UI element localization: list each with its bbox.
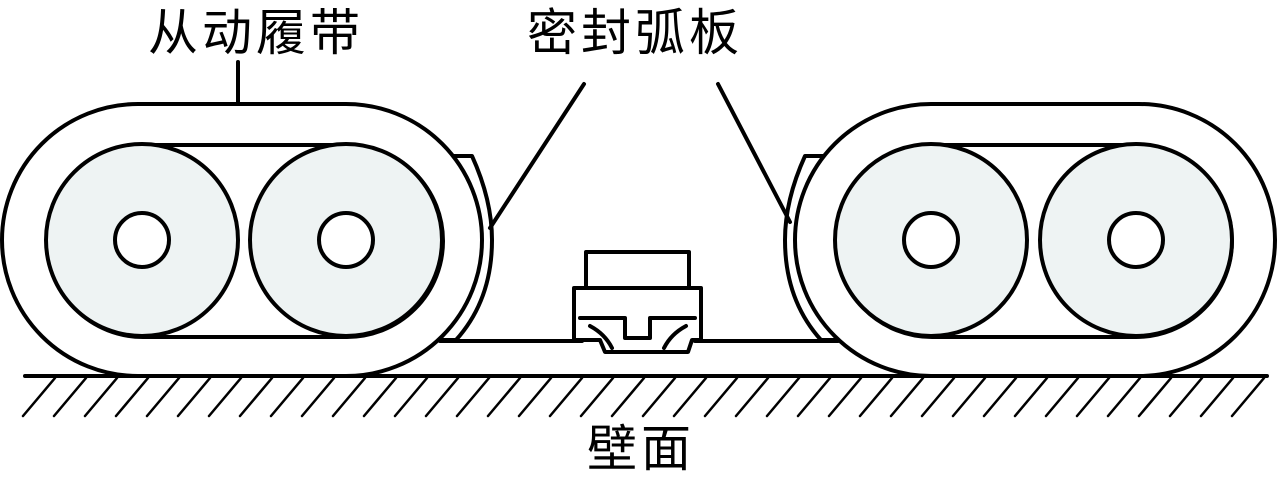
hatch-line [982,376,1018,418]
leader-seal-left [488,82,586,230]
center-foot [588,324,688,350]
hatch-line [796,376,832,418]
label-driven-track: 从动履带 [148,4,364,62]
hatch-line [486,376,522,418]
hatch-line [176,376,212,418]
right-track-assembly [783,102,1277,378]
left-track-assembly [0,102,494,378]
hatch-line [765,376,801,418]
left-wheel-1-axle [113,211,171,269]
center-component [572,250,703,354]
hatch-line [1013,376,1049,418]
hatch-line [1230,376,1266,418]
hatch-line [672,376,708,418]
hatch-line [1106,376,1142,418]
hatch-line [424,376,460,418]
left-wheel-2-axle [317,211,375,269]
right-wheel-1-axle [902,211,960,269]
hatch-line [889,376,925,418]
hatch-line [207,376,243,418]
label-wall-surface: 壁面 [587,420,695,478]
hatch-line [548,376,584,418]
hatch-line [610,376,646,418]
right-wheel-2-axle [1107,211,1165,269]
hatch-line [734,376,770,418]
center-inner-profile [578,316,697,340]
hatch-line [393,376,429,418]
hatch-line [1075,376,1111,418]
hatch-line [269,376,305,418]
hatch-line [827,376,863,418]
hatch-line [1199,376,1235,418]
hatch-line [517,376,553,418]
hatch-line [300,376,336,418]
wall-hatching [21,376,1266,418]
hatch-line [114,376,150,418]
hatch-line [362,376,398,418]
hatch-line [238,376,274,418]
hatch-line [641,376,677,418]
center-top-block [584,250,691,290]
hatch-line [455,376,491,418]
hatch-line [83,376,119,418]
hatch-line [1168,376,1204,418]
hatch-line [858,376,894,418]
hatch-line [920,376,956,418]
hatch-line [331,376,367,418]
hatch-line [21,376,57,418]
leader-seal-right [716,82,792,224]
hatch-line [703,376,739,418]
hatch-line [145,376,181,418]
hatch-line [951,376,987,418]
hatch-line [1137,376,1173,418]
hatch-line [579,376,615,418]
hatch-line [52,376,88,418]
hatch-line [1044,376,1080,418]
label-sealing-arc-plate: 密封弧板 [527,4,743,62]
